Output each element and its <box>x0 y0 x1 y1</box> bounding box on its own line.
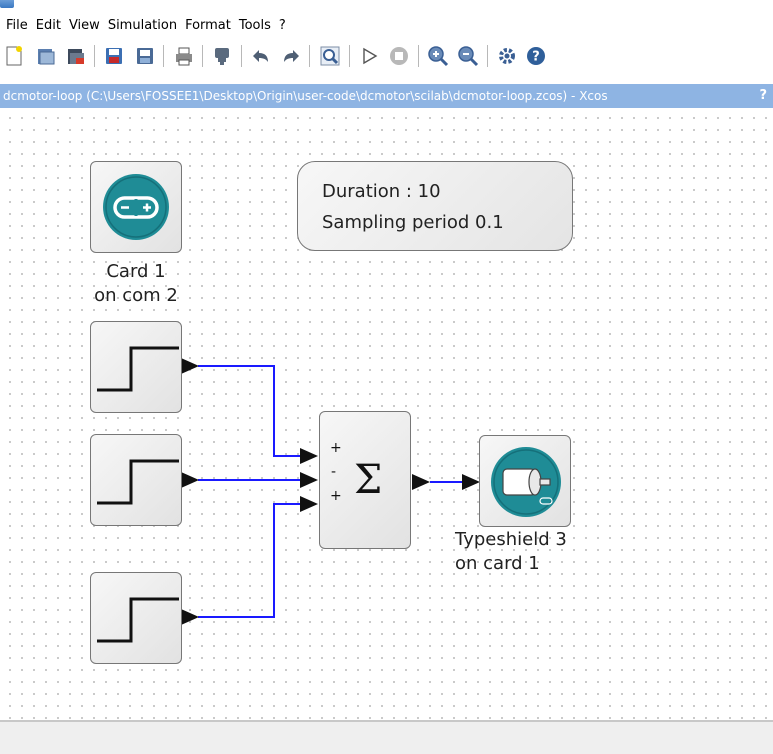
dc-motor-icon <box>491 447 561 517</box>
save-icon[interactable] <box>102 44 126 68</box>
menu-view[interactable]: View <box>68 17 100 33</box>
window-titlebar <box>0 0 773 14</box>
open-in-scilab-icon[interactable] <box>64 44 88 68</box>
arduino-setup-block[interactable] <box>90 161 182 253</box>
undo-icon[interactable] <box>249 44 273 68</box>
wire-layer <box>181 358 480 625</box>
motor-input-port[interactable] <box>462 474 480 490</box>
sum-sign-1: + <box>330 440 342 456</box>
xcos-demos-icon[interactable] <box>495 44 519 68</box>
status-bar <box>0 722 773 754</box>
dc-motor-label-line2: on card 1 <box>455 553 540 574</box>
save-as-icon[interactable] <box>133 44 157 68</box>
open-icon[interactable] <box>34 44 58 68</box>
menu-bar: File Edit View Simulation Format Tools ? <box>0 14 773 36</box>
dc-motor-label-line1: Typeshield 3 <box>455 529 567 550</box>
help-icon[interactable]: ? <box>524 44 548 68</box>
step-block-3[interactable] <box>90 572 182 664</box>
sum-output-port[interactable] <box>412 474 430 490</box>
redo-icon[interactable] <box>279 44 303 68</box>
link-step3-to-sum[interactable] <box>198 503 300 618</box>
zoom-out-icon[interactable] <box>456 44 480 68</box>
sum-sign-2: - <box>331 464 337 480</box>
step-block-1[interactable] <box>90 321 182 413</box>
menu-simulation[interactable]: Simulation <box>107 17 178 33</box>
menu-edit[interactable]: Edit <box>35 17 61 33</box>
menu-tools[interactable]: Tools <box>238 17 271 33</box>
new-diagram-icon[interactable] <box>2 44 26 68</box>
start-icon[interactable] <box>357 44 381 68</box>
step2-output-port[interactable] <box>181 472 199 488</box>
step1-output-port[interactable] <box>181 358 199 374</box>
svg-text:?: ? <box>532 50 540 65</box>
step3-output-port[interactable] <box>181 609 199 625</box>
arduino-logo-icon <box>103 174 169 240</box>
sum-symbol: Σ <box>354 457 383 503</box>
delete-icon[interactable] <box>210 44 234 68</box>
sum-block[interactable]: + - + Σ <box>319 411 411 549</box>
toolbar: ? <box>0 38 773 84</box>
stop-icon[interactable] <box>387 44 411 68</box>
arduino-setup-label-line2: on com 2 <box>94 285 178 306</box>
sum-sign-3: + <box>330 488 342 504</box>
diagram-path-bar: dcmotor-loop (C:\Users\FOSSEE1\Desktop\O… <box>0 84 773 108</box>
diagram-canvas[interactable]: Duration : 10 Sampling period 0.1 Card 1… <box>0 108 773 720</box>
menu-help[interactable]: ? <box>278 17 286 33</box>
arduino-setup-label-line1: Card 1 <box>106 261 166 282</box>
link-step1-to-sum[interactable] <box>198 365 300 457</box>
menu-format[interactable]: Format <box>185 17 231 33</box>
note-sampling-period: Sampling period 0.1 <box>322 212 504 233</box>
step-block-2[interactable] <box>90 434 182 526</box>
menu-file[interactable]: File <box>6 17 28 33</box>
bottom-separator <box>0 720 773 722</box>
diagram-path-title: dcmotor-loop (C:\Users\FOSSEE1\Desktop\O… <box>3 89 608 103</box>
step-function-icon <box>97 597 179 643</box>
fit-diagram-icon[interactable] <box>318 44 342 68</box>
step-function-icon <box>97 459 179 505</box>
pathbar-help-icon[interactable]: ? <box>759 88 767 103</box>
print-icon[interactable] <box>172 44 196 68</box>
app-icon <box>0 0 14 8</box>
sum-input-port-2[interactable] <box>300 472 318 488</box>
arduino-setup-label: Card 1 on com 2 <box>72 260 200 308</box>
dc-motor-block[interactable] <box>479 435 571 527</box>
note-duration: Duration : 10 <box>322 181 441 202</box>
zoom-in-icon[interactable] <box>426 44 450 68</box>
step-function-icon <box>97 346 179 392</box>
sum-input-port-1[interactable] <box>300 448 318 464</box>
sum-input-port-3[interactable] <box>300 496 318 512</box>
simulation-setup-note[interactable]: Duration : 10 Sampling period 0.1 <box>297 161 573 251</box>
dc-motor-label: Typeshield 3 on card 1 <box>455 528 605 576</box>
